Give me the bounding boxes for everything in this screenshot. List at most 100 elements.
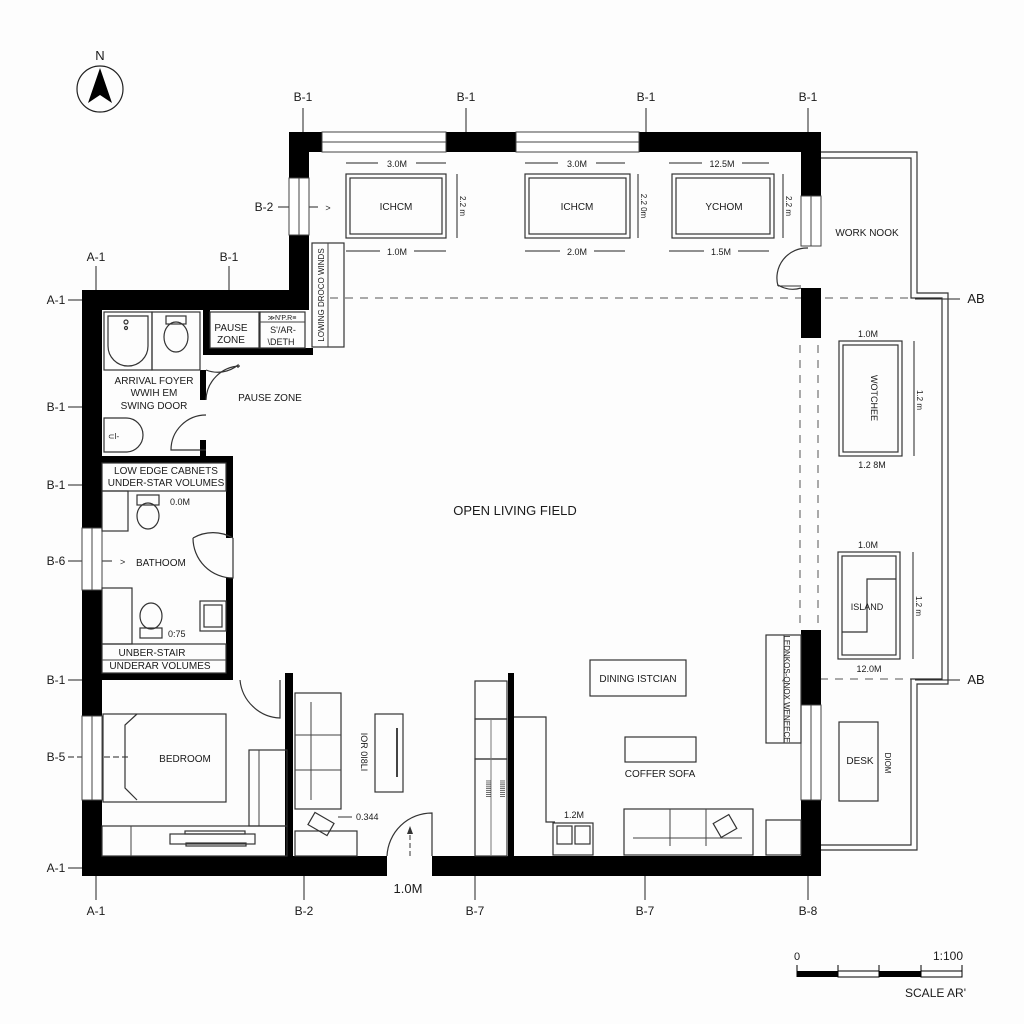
grid-label: AB [967,672,984,687]
grid-label: B-2 [255,200,274,214]
island-icon [837,551,901,660]
entry-door-swing-icon [386,812,433,857]
room-label: ICHCM [380,202,413,213]
grid-label: B-7 [466,904,485,918]
north-arrow: N [76,48,124,113]
grid-label: B-1 [47,478,66,492]
svg-text:PAUSE: PAUSE [214,323,247,334]
top-room-3: 12.5M YCHOM 1.5M 2.2 m [669,157,793,257]
svg-text:>: > [325,203,330,213]
svg-text:2.2 m: 2.2 m [458,196,467,216]
svg-text:1.5M: 1.5M [711,247,731,257]
doors [170,247,809,857]
svg-text:0:75: 0:75 [168,629,186,639]
armchair-icon [307,811,335,837]
svg-text:3.0M: 3.0M [567,159,587,169]
svg-text:IIIIIIIII: IIIIIIIII [498,780,505,798]
svg-text:2.2 m: 2.2 m [784,196,793,216]
lounge: IOR 0I8LI 0.344 1.0M [294,692,423,896]
grid-label: A-1 [87,904,106,918]
dining-area: DINING ISTCIAN COFFER SOFA 1.2M [514,659,802,856]
svg-text:1.2 8M: 1.2 8M [858,460,886,470]
tv-unit-icon [374,713,404,793]
bathroom-label: BATHOOM [136,558,186,569]
svg-text:ISLAND: ISLAND [851,602,884,612]
toilet-icon [136,494,160,506]
toilet-icon [165,315,187,325]
scale-bar: 0 1:100 SCALE AR' [794,949,966,1000]
wardrobe-icon [248,749,288,827]
svg-text:WWIH EM: WWIH EM [131,388,178,399]
compass-circle-icon [76,65,124,113]
arrival-foyer: PAUSE ZONE ≫N'P.R≡ S'/AR- \DETH ARRIVAL … [103,311,306,453]
svg-text:1.2 m: 1.2 m [914,596,923,616]
svg-text:⊂l-: ⊂l- [108,432,119,441]
grid-label: B-1 [637,90,656,104]
bathroom: LOW EDGE CABNETS UNDER-STAR VOLUMES 0.0M… [101,462,227,674]
desk-icon [838,721,879,802]
svg-text:≫N'P.R≡: ≫N'P.R≡ [268,315,297,322]
top-room-1: 3.0M ICHCM 1.0M 2.2 m [345,157,467,257]
grid-label: B-6 [47,554,66,568]
door-swing-icon [776,247,809,287]
svg-text:ARRIVAL FOYER: ARRIVAL FOYER [115,376,194,387]
right-annex [821,151,949,851]
sofa-icon [623,808,754,856]
door-swing-icon [170,414,207,451]
north-label: N [95,48,104,63]
grid-label: A-1 [87,250,106,264]
svg-text:0.344: 0.344 [356,812,379,822]
svg-text:1.0M: 1.0M [387,247,407,257]
svg-text:UNDERAR VOLUMES: UNDERAR VOLUMES [109,661,210,672]
sink-icon [103,417,144,453]
svg-text:DESK: DESK [846,756,874,767]
bed-icon [102,713,227,803]
svg-text:2.2 0m: 2.2 0m [639,194,648,219]
dining-table-icon [589,659,687,697]
grid-label: AB [967,291,984,306]
svg-text:12.5M: 12.5M [709,159,734,169]
room-label: YCHOM [705,202,742,213]
windows [81,131,822,801]
entry-width-label: 1.0M [394,881,423,896]
walls [82,132,821,876]
toilet-icon [139,627,163,639]
grid-labels-right: AB AB [915,291,985,687]
grid-label: B-8 [799,904,818,918]
svg-text:>: > [120,557,125,567]
pause-zone-label: PAUSE ZONE [238,393,302,404]
svg-text:3.0M: 3.0M [387,159,407,169]
svg-text:1.0M: 1.0M [858,329,878,339]
storage-label: LOWING DROCO WINDS [317,248,326,341]
grid-label: B-1 [47,673,66,687]
sofa-icon [294,692,342,810]
kitchen-strip: IIIIIIIII IIIIIIIII [474,680,508,857]
svg-text:LOW EDGE CABNETS: LOW EDGE CABNETS [114,466,218,477]
svg-text:S'/AR-: S'/AR- [270,325,296,335]
open-living-label: OPEN LIVING FIELD [453,503,577,518]
svg-text:ZONE: ZONE [217,335,245,346]
svg-text:SWING DOOR: SWING DOOR [121,401,188,412]
svg-text:1.0M: 1.0M [858,540,878,550]
svg-text:1.2 m: 1.2 m [915,390,924,410]
svg-text:2.0M: 2.0M [567,247,587,257]
grid-labels-bottom: A-1 B-2 B-7 B-7 B-8 [87,876,818,918]
grid-labels-top: B-1 B-1 B-1 B-1 A-1 B-1 [87,90,818,290]
grid-label: B-1 [799,90,818,104]
sink-icon [199,600,227,632]
wotchee-block: 1.0M WOTCHEE 1.2 m 1.2 8M [838,329,924,470]
room-label: ICHCM [561,202,594,213]
svg-text:WOTCHEE: WOTCHEE [869,375,879,421]
svg-text:UNBER-STAIR: UNBER-STAIR [118,648,185,659]
svg-text:SCALE AR': SCALE AR' [905,986,966,1000]
coffee-table-icon [624,736,697,763]
svg-text:DIOM: DIOM [883,753,892,774]
work-nook-label: WORK NOOK [835,228,899,239]
grid-label: B-2 [295,904,314,918]
desk-block: DESK DIOM [838,721,892,802]
bedroom-label: BEDROOM [159,754,211,765]
grid-label: B-7 [636,904,655,918]
svg-text:12.0M: 12.0M [856,664,881,674]
storage-label: LEDNKOS-QNOX WENEECE [782,635,791,742]
